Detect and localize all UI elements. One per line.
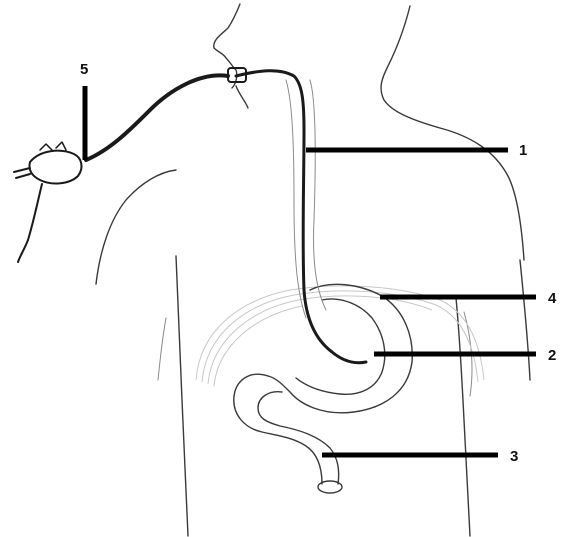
- callout-label-2: 2: [548, 347, 556, 364]
- stomach: [268, 284, 412, 412]
- right-torso: [456, 298, 470, 536]
- diaphragm: [196, 286, 484, 386]
- right-arm: [520, 260, 530, 380]
- left-shoulder: [96, 170, 176, 284]
- scope-cable: [86, 75, 228, 160]
- callout-label-1: 1: [519, 142, 527, 159]
- stomach-inner: [296, 299, 385, 394]
- duodenum-inner: [258, 392, 339, 484]
- neck-front: [236, 86, 248, 108]
- control-handle: [29, 151, 81, 184]
- callout-label-3: 3: [510, 448, 518, 465]
- control-knobs: [40, 142, 66, 150]
- duodenum-end: [318, 481, 342, 493]
- duodenum-outer: [234, 374, 322, 484]
- handle-grip: [18, 184, 42, 262]
- callout-label-5: 5: [80, 61, 88, 78]
- callout-labels: 1 4 2 3 5: [80, 61, 557, 465]
- leader-lines: [85, 86, 536, 455]
- handle-nozzle: [14, 168, 30, 178]
- left-arm-inner: [158, 318, 166, 380]
- left-arm-outer: [176, 256, 188, 536]
- oesophagus-right: [310, 80, 326, 310]
- insertion-tube: [236, 71, 366, 363]
- endoscope: [14, 68, 366, 363]
- head-back: [381, 6, 524, 260]
- callout-label-4: 4: [548, 290, 557, 307]
